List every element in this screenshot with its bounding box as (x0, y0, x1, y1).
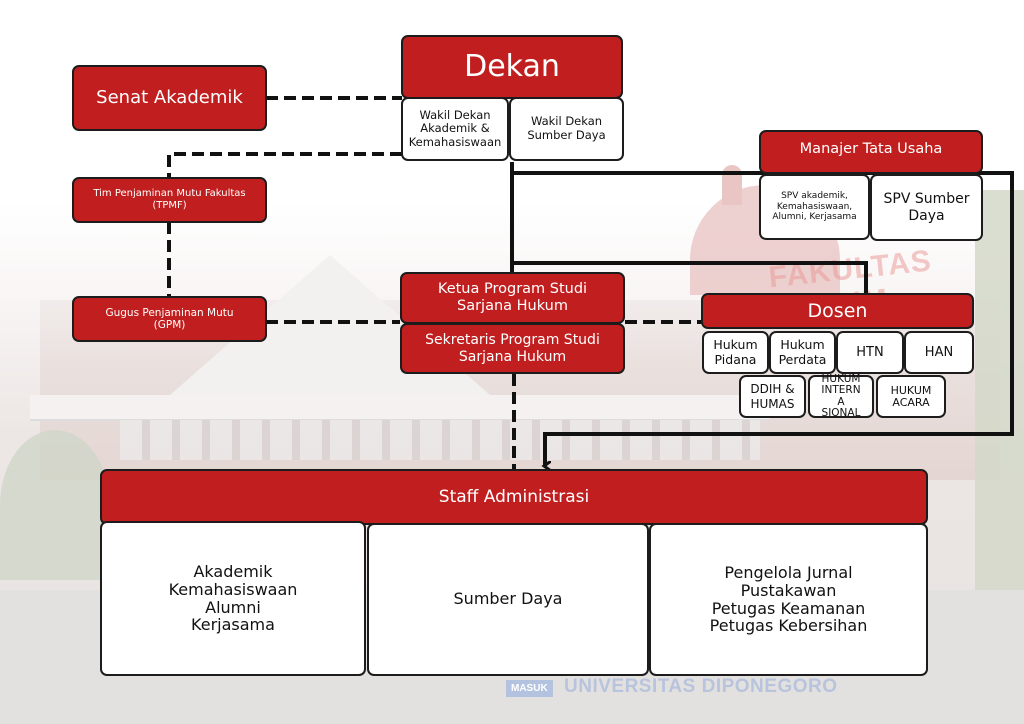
dosen-group-hukum-pidana: Hukum Pidana (702, 331, 769, 374)
dosen-group-label: HUKUM ACARA (890, 383, 932, 409)
dekan-label: Dekan (464, 49, 560, 85)
dosen-group-label: Hukum Pidana (713, 336, 758, 367)
spv-sumber-daya-box: SPV Sumber Daya (870, 174, 983, 241)
dosen-group-htn: HTN (836, 331, 904, 374)
dosen-group-label: Hukum Perdata (778, 336, 827, 367)
staff-unit-label: Pengelola Jurnal Pustakawan Petugas Keam… (709, 563, 868, 636)
gpm-label: Gugus Penjaminan Mutu (GPM) (105, 306, 234, 331)
staff-unit-label: Sumber Daya (453, 589, 563, 609)
manajer-tata-usaha-label: Manajer Tata Usaha (799, 141, 943, 158)
dosen-group-label: DDIH & HUMAS (750, 382, 795, 411)
tpmf-label: Tim Penjaminan Mutu Fakultas (TPMF) (93, 188, 246, 211)
gpm-box: Gugus Penjaminan Mutu (GPM) (72, 296, 267, 342)
entry-sign-text: MASUK (506, 680, 553, 697)
dekan-box: Dekan (401, 35, 623, 99)
manajer-tata-usaha-box: Manajer Tata Usaha (759, 130, 983, 174)
senat-akademik-box: Senat Akademik (72, 65, 267, 131)
dosen-box: Dosen (701, 293, 974, 329)
dosen-label: Dosen (807, 299, 868, 322)
spv-sumber-daya-label: SPV Sumber Daya (883, 190, 970, 224)
edge-wd-sd-dosen (512, 261, 868, 294)
dosen-group-ddih-humas: DDIH & HUMAS (739, 375, 806, 418)
dosen-group-hukum-internasional: HUKUM INTERNA SIONAL (808, 373, 874, 419)
dosen-group-label: HUKUM INTERNA SIONAL (821, 373, 861, 419)
wakil-dekan-sumber-daya-label: Wakil Dekan Sumber Daya (527, 114, 606, 142)
ketua-prodi-box: Ketua Program Studi Sarjana Hukum (400, 272, 625, 324)
staff-unit-akademik: Akademik Kemahasiswaan Alumni Kerjasama (100, 521, 366, 676)
staff-unit-sumber-daya: Sumber Daya (367, 523, 649, 676)
staff-administrasi-label: Staff Administrasi (438, 486, 590, 507)
wakil-dekan-akademik-label: Wakil Dekan Akademik & Kemahasiswaan (408, 107, 502, 149)
staff-administrasi-box: Staff Administrasi (100, 469, 928, 525)
senat-akademik-label: Senat Akademik (96, 87, 243, 109)
ketua-prodi-label: Ketua Program Studi Sarjana Hukum (437, 280, 588, 314)
trees-right (975, 190, 1024, 590)
dosen-group-han: HAN (904, 331, 974, 374)
dosen-group-hukum-acara: HUKUM ACARA (876, 375, 946, 418)
spv-akademik-box: SPV akademik, Kemahasiswaan, Alumni, Ker… (759, 174, 870, 240)
sekretaris-prodi-box: Sekretaris Program Studi Sarjana Hukum (400, 323, 625, 374)
sekretaris-prodi-label: Sekretaris Program Studi Sarjana Hukum (425, 331, 600, 365)
wakil-dekan-sumber-daya-box: Wakil Dekan Sumber Daya (509, 97, 624, 161)
tpmf-box: Tim Penjaminan Mutu Fakultas (TPMF) (72, 177, 267, 223)
dosen-group-label: HTN (856, 344, 884, 360)
spv-akademik-label: SPV akademik, Kemahasiswaan, Alumni, Ker… (772, 191, 857, 223)
staff-unit-pendukung: Pengelola Jurnal Pustakawan Petugas Keam… (649, 523, 928, 676)
wakil-dekan-akademik-box: Wakil Dekan Akademik & Kemahasiswaan (401, 97, 509, 161)
staff-unit-label: Akademik Kemahasiswaan Alumni Kerjasama (168, 562, 298, 635)
dosen-group-hukum-perdata: Hukum Perdata (769, 331, 836, 374)
roof (30, 395, 770, 419)
trees-left (0, 430, 110, 580)
dosen-group-label: HAN (924, 344, 954, 360)
gate-sign-text: UNIVERSITAS DIPONEGORO (564, 676, 838, 697)
windows (120, 420, 760, 460)
edge-wd-akademik-tpmf (167, 152, 402, 177)
